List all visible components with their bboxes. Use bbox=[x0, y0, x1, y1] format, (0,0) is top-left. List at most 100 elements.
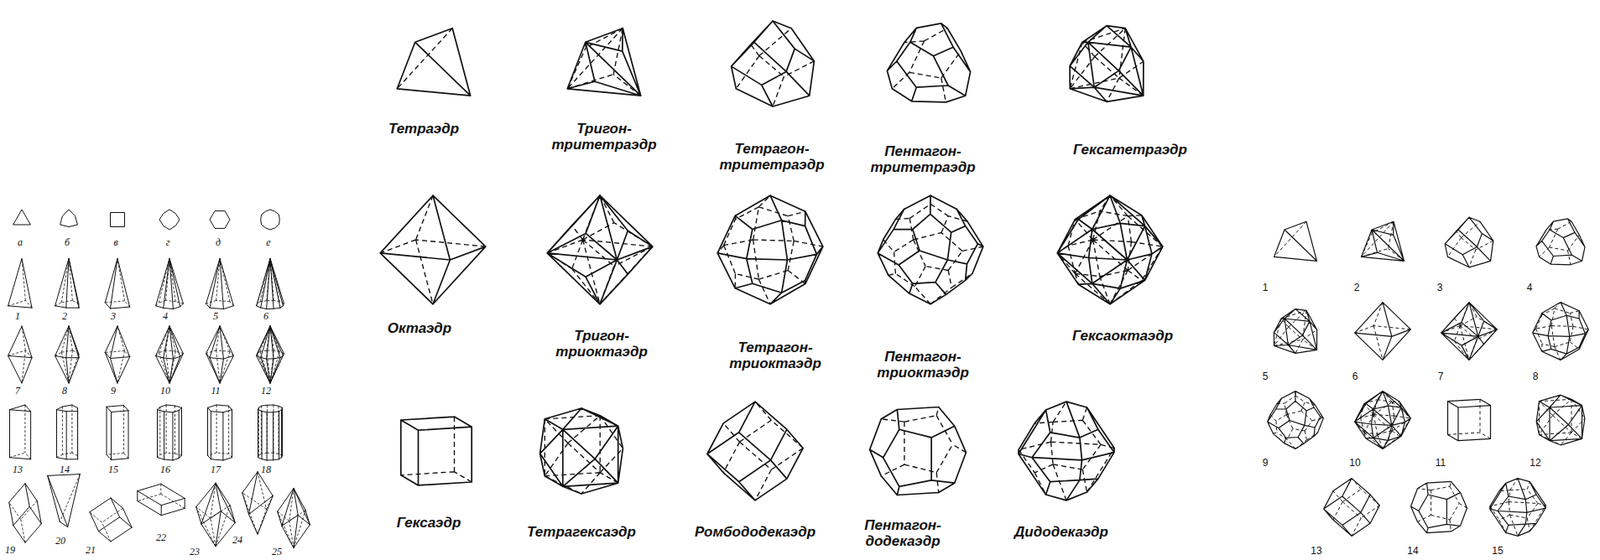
crystal-section bbox=[110, 213, 126, 228]
hidden-edges bbox=[9, 500, 37, 543]
figure-number: 15 bbox=[108, 464, 119, 477]
crystal-figure bbox=[707, 401, 803, 501]
hidden-edges bbox=[891, 28, 961, 103]
figure-number: 22 bbox=[156, 532, 167, 545]
crystal-figure bbox=[1273, 309, 1317, 355]
visible-edges bbox=[89, 498, 132, 543]
crystal-figure bbox=[206, 259, 235, 310]
visible-edges bbox=[258, 405, 283, 461]
form-name: Тетрагон- триоктаэдр bbox=[729, 339, 822, 373]
hidden-edges bbox=[242, 472, 273, 535]
crystal-figure bbox=[1536, 395, 1585, 446]
form-name: Октаэдр bbox=[387, 320, 452, 338]
visible-edges bbox=[8, 259, 32, 309]
hidden-edges bbox=[156, 326, 184, 384]
section-letter: б bbox=[64, 237, 70, 250]
crystal-figure bbox=[886, 23, 970, 103]
visible-edges bbox=[106, 406, 129, 461]
figure-number: 1 bbox=[1262, 282, 1269, 295]
section-letter: г bbox=[166, 237, 171, 250]
crystal-figure bbox=[380, 195, 486, 305]
visible-edges bbox=[256, 326, 285, 384]
figure-number: 5 bbox=[1262, 371, 1269, 384]
form-name: Тригон- триоктаэдр bbox=[555, 328, 648, 361]
visible-edges bbox=[104, 326, 130, 384]
hidden-edges bbox=[883, 195, 984, 305]
crystal-figure bbox=[1536, 218, 1585, 266]
visible-edges bbox=[277, 489, 311, 549]
visible-edges bbox=[1441, 302, 1498, 361]
visible-edges bbox=[206, 259, 235, 310]
crystal-figure bbox=[104, 259, 130, 310]
visible-edges bbox=[1273, 309, 1317, 355]
visible-edges bbox=[242, 472, 273, 535]
crystal-section bbox=[13, 209, 32, 225]
visible-edges bbox=[380, 195, 486, 305]
visible-edges bbox=[9, 484, 42, 543]
figure-number: 13 bbox=[1310, 546, 1322, 558]
figure-number: 24 bbox=[232, 535, 243, 548]
figure-number: 2 bbox=[1354, 282, 1361, 295]
visible-edges bbox=[47, 474, 81, 528]
figure-number: 20 bbox=[55, 536, 66, 548]
hidden-edges bbox=[57, 405, 79, 460]
visible-edges bbox=[401, 416, 472, 486]
figure-number: 8 bbox=[1532, 371, 1539, 384]
hidden-edges bbox=[1274, 221, 1308, 257]
figure-number: 10 bbox=[1349, 458, 1361, 470]
visible-edges bbox=[886, 23, 970, 103]
visible-edges bbox=[256, 259, 285, 310]
hidden-edges bbox=[1355, 302, 1412, 361]
form-name: Ромбододекаэдр bbox=[694, 524, 816, 542]
visible-edges bbox=[567, 28, 641, 97]
crystal-figure bbox=[1441, 302, 1498, 361]
figure-number: 11 bbox=[1435, 458, 1446, 470]
visible-edges bbox=[870, 407, 967, 496]
form-name: Пентагон- додекаэдр bbox=[864, 517, 941, 551]
crystal-figure bbox=[1018, 401, 1115, 501]
hidden-edges bbox=[1361, 221, 1405, 261]
crystal-figure bbox=[540, 408, 624, 495]
crystal-figure bbox=[8, 259, 32, 309]
crystal-figure bbox=[57, 405, 79, 460]
figure-number: 9 bbox=[1262, 458, 1269, 470]
figure-number: 15 bbox=[1491, 546, 1503, 558]
visible-edges bbox=[1448, 399, 1491, 441]
crystal-figure bbox=[567, 28, 641, 97]
visible-edges bbox=[57, 405, 79, 460]
visible-edges bbox=[104, 259, 130, 310]
crystal-figure bbox=[870, 407, 967, 496]
form-name: Пентагон- тритетраэдр bbox=[870, 143, 975, 177]
crystal-figure bbox=[104, 326, 130, 384]
hidden-edges bbox=[1333, 479, 1380, 537]
hidden-edges bbox=[55, 326, 79, 384]
hidden-edges bbox=[1490, 479, 1547, 537]
visible-edges bbox=[1057, 195, 1163, 305]
crystal-figure bbox=[256, 259, 285, 310]
figure-number: 12 bbox=[1529, 458, 1541, 470]
visible-edges bbox=[1355, 302, 1412, 361]
hidden-edges bbox=[104, 326, 130, 384]
crystal-figure bbox=[206, 326, 235, 384]
visible-edges bbox=[877, 195, 984, 305]
crystal-figure bbox=[242, 472, 273, 535]
visible-edges bbox=[1411, 481, 1468, 533]
visible-edges bbox=[540, 408, 624, 495]
figure-number: 6 bbox=[263, 311, 269, 324]
visible-edges bbox=[1444, 217, 1494, 268]
figure-number: 12 bbox=[260, 385, 272, 398]
figure-number: 3 bbox=[1437, 282, 1444, 295]
hidden-edges bbox=[10, 405, 32, 460]
crystal-figure bbox=[157, 405, 183, 461]
hidden-edges bbox=[1355, 391, 1412, 450]
hidden-edges bbox=[206, 326, 235, 384]
visible-edges bbox=[396, 28, 470, 97]
visible-edges bbox=[55, 326, 79, 384]
figure-number: 19 bbox=[5, 545, 16, 558]
crystal-figure bbox=[208, 405, 233, 461]
visible-edges bbox=[1532, 302, 1590, 361]
figure-number: 4 bbox=[162, 311, 168, 324]
crystal-figure bbox=[277, 489, 311, 549]
figure-number: 16 bbox=[160, 464, 171, 477]
